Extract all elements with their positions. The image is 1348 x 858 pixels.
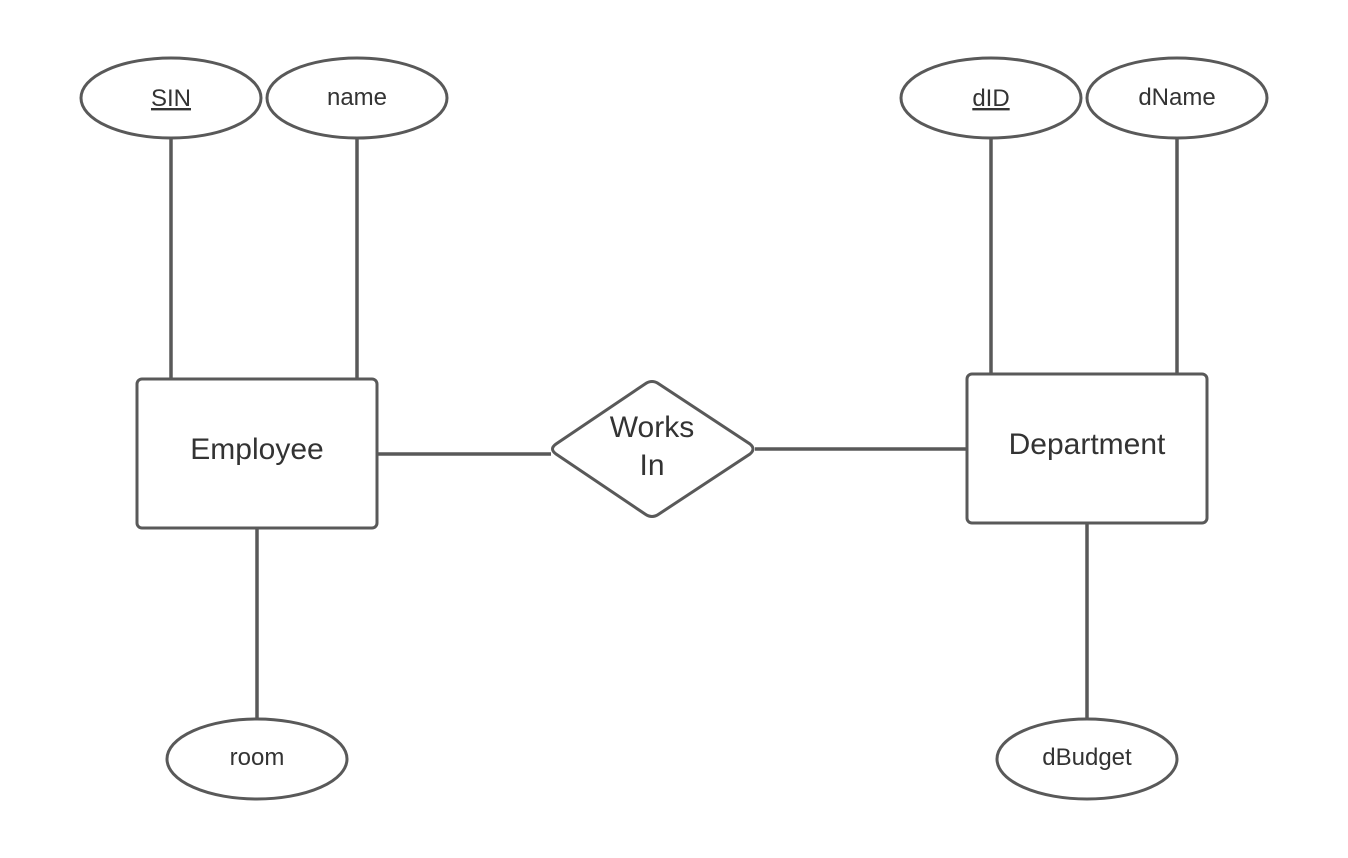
attribute-dname[interactable]: dName bbox=[1085, 56, 1269, 140]
entity-department[interactable]: Department bbox=[965, 372, 1209, 525]
connectors bbox=[169, 139, 1179, 718]
attribute-sin-label: SIN bbox=[151, 85, 191, 112]
entity-box bbox=[965, 372, 1209, 525]
attribute-name[interactable]: name bbox=[265, 56, 449, 140]
attribute-room[interactable]: room bbox=[165, 717, 349, 801]
attribute-did[interactable]: dID bbox=[899, 56, 1083, 140]
attribute-sin[interactable]: SIN bbox=[79, 56, 263, 140]
entity-department-label: Department bbox=[1009, 428, 1166, 461]
entity-box bbox=[135, 377, 379, 530]
attribute-room-label: room bbox=[230, 744, 285, 771]
attribute-ellipse bbox=[899, 56, 1083, 140]
attribute-did-label: dID bbox=[972, 85, 1009, 112]
attribute-ellipse bbox=[165, 717, 349, 801]
relationship-label-line2: In bbox=[639, 449, 664, 482]
relationship-works-in[interactable]: Works In bbox=[551, 380, 755, 518]
entity-employee-label: Employee bbox=[190, 433, 323, 466]
attribute-dbudget-label: dBudget bbox=[1042, 744, 1132, 771]
relationship-label-line1: Works bbox=[610, 411, 694, 444]
attribute-dbudget[interactable]: dBudget bbox=[995, 717, 1179, 801]
attribute-name-label: name bbox=[327, 84, 387, 111]
relationship-diamond bbox=[551, 380, 755, 518]
attribute-ellipse bbox=[995, 717, 1179, 801]
attribute-ellipse bbox=[265, 56, 449, 140]
entity-employee[interactable]: Employee bbox=[135, 377, 379, 530]
attribute-dname-label: dName bbox=[1138, 84, 1215, 111]
attribute-ellipse bbox=[1085, 56, 1269, 140]
attribute-ellipse bbox=[79, 56, 263, 140]
